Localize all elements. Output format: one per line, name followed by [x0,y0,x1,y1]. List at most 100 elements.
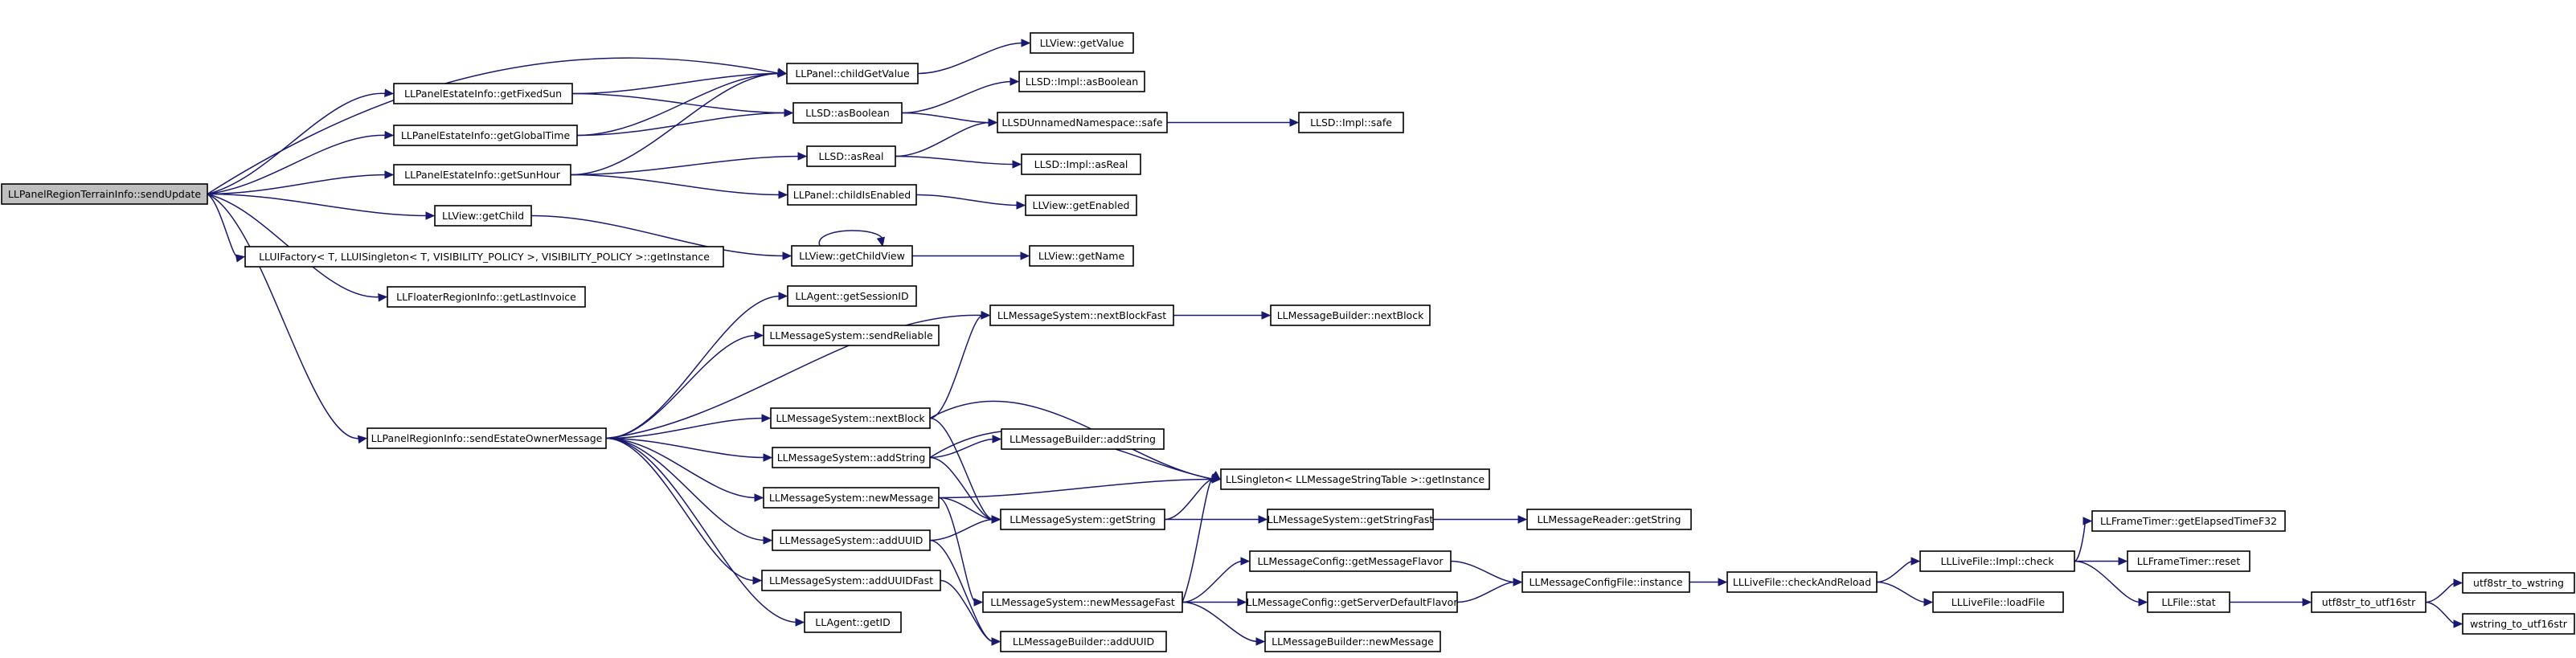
graph-node[interactable]: wstring_to_utf16str [2462,613,2575,635]
graph-node[interactable]: LLAgent::getSessionID [787,285,917,307]
node-box [1029,245,1134,267]
node-label: LLPanelEstateInfo::getSunHour [404,169,561,181]
node-label: LLMessageSystem::addUUIDFast [769,574,933,586]
node-label: LLFloaterRegionInfo::getLastInvoice [396,291,576,303]
call-edge [1433,515,1528,524]
node-box [1249,550,1452,572]
graph-node[interactable]: LLMessageSystem::getStringFast [1267,509,1434,530]
call-edge [530,215,792,260]
graph-node[interactable]: LLSD::Impl::asReal [1021,153,1141,175]
graph-node[interactable]: LLMessageBuilder::addUUID [1000,631,1167,652]
node-box [1220,468,1490,490]
graph-node[interactable]: LLAgent::getID [804,611,902,633]
node-box [787,184,917,206]
node-label: LLMessageSystem::getStringFast [1268,513,1434,525]
call-edge [938,475,1222,499]
call-edge [1173,311,1272,320]
node-label: LLUIFactory< T, LLUISingleton< T, VISIBI… [259,251,710,263]
graph-node[interactable]: LLSingleton< LLMessageStringTable >::get… [1220,468,1490,490]
graph-node[interactable]: LLSD::Impl::safe [1298,112,1404,133]
graph-node[interactable]: LLMessageSystem::sendReliable [763,325,940,346]
graph-node[interactable]: LLPanel::childIsEnabled [787,184,917,206]
node-box [1270,304,1431,326]
call-edge [570,174,788,199]
graph-node[interactable]: LLMessageConfig::getMessageFlavor [1249,550,1452,572]
node-label: LLMessageBuilder::newMessage [1272,636,1434,648]
graph-node[interactable]: LLFrameTimer::getElapsedTimeF32 [2091,510,2286,532]
graph-node[interactable]: LLMessageBuilder::nextBlock [1270,304,1431,326]
node-box [997,112,1168,133]
graph-node[interactable]: LLMessageSystem::addUUID [772,529,931,551]
graph-node[interactable]: LLUIFactory< T, LLUISingleton< T, VISIBI… [244,246,724,268]
graph-node[interactable]: LLView::getValue [1030,32,1134,54]
graph-node[interactable]: LLLiveFile::Impl::check [1919,550,2075,572]
graph-node[interactable]: LLPanelEstateInfo::getSunHour [393,164,571,186]
graph-node[interactable]: LLView::getChildView [791,245,913,267]
node-box [787,285,917,307]
call-edge [2425,578,2463,603]
graph-node[interactable]: LLPanelEstateInfo::getGlobalTime [393,125,578,146]
graph-node[interactable]: LLFrameTimer::reset [2127,550,2250,572]
graph-node[interactable]: LLLiveFile::checkAndReload [1726,571,1878,593]
call-edge [570,69,788,176]
graph-node[interactable]: LLLiveFile::loadFile [1932,591,2064,613]
call-edge [895,118,998,157]
graph-node[interactable]: LLMessageSystem::addUUIDFast [761,570,941,591]
graph-node[interactable]: utf8str_to_wstring [2462,572,2575,594]
call-edge [912,251,1030,260]
graph-node[interactable]: LLMessageSystem::nextBlockFast [989,304,1174,326]
node-label: LLFrameTimer::getElapsedTimeF32 [2100,515,2277,527]
call-edge [207,130,395,195]
call-edge [901,77,1020,114]
call-edge [207,88,395,195]
node-box [2127,550,2250,572]
node-box [1030,32,1134,54]
node-box [761,570,941,591]
node-box [1919,550,2075,572]
graph-node[interactable]: LLMessageBuilder::addString [1001,428,1165,450]
node-label: LLAgent::getID [815,616,890,628]
graph-node[interactable]: LLMessageSystem::nextBlock [770,407,931,429]
graph-node[interactable]: LLSDUnnamedNamespace::safe [997,112,1168,133]
node-label: LLLiveFile::Impl::check [1940,555,2054,567]
graph-node[interactable]: LLMessageSystem::newMessage [763,487,940,509]
graph-node[interactable]: LLSD::asBoolean [792,102,903,124]
node-label: LLSD::asBoolean [805,107,890,119]
node-label: LLPanelEstateInfo::getFixedSun [404,88,562,100]
call-edge [576,108,794,137]
graph-node[interactable]: LLView::getChild [434,205,532,227]
node-box [1001,428,1165,450]
node-label: LLPanel::childGetValue [795,67,910,80]
node-label: LLSingleton< LLMessageStringTable >::get… [1226,473,1485,485]
graph-node[interactable]: LLPanelEstateInfo::getFixedSun [393,83,573,104]
call-edge [929,456,1001,524]
graph-node[interactable]: utf8str_to_utf16str [2311,591,2427,613]
graph-node[interactable]: LLMessageSystem::newMessageFast [982,591,1183,613]
graph-node[interactable]: LLPanelRegionTerrainInfo::sendUpdate [1,183,208,205]
graph-node[interactable]: LLSD::asReal [806,145,896,167]
node-box [2147,591,2230,613]
graph-node[interactable]: LLFloaterRegionInfo::getLastInvoice [387,286,586,308]
node-label: wstring_to_utf16str [2470,618,2568,630]
graph-node[interactable]: LLMessageSystem::addString [772,447,931,468]
graph-node[interactable]: LLMessageConfigFile::instance [1521,571,1690,593]
graph-node[interactable]: LLSD::Impl::asBoolean [1018,71,1145,92]
node-label: LLMessageBuilder::nextBlock [1277,309,1424,321]
graph-node[interactable]: LLPanelRegionInfo::sendEstateOwnerMessag… [367,427,607,449]
graph-node[interactable]: LLMessageSystem::getString [1000,509,1165,530]
node-label: LLMessageConfig::getServerDefaultFlavor [1247,596,1459,608]
node-box [2091,510,2286,532]
graph-node[interactable]: LLView::getEnabled [1025,194,1137,216]
graph-node[interactable]: LLFile::stat [2147,591,2230,613]
call-edge [1167,118,1300,127]
node-label: LLPanelEstateInfo::getGlobalTime [401,129,571,141]
node-label: LLView::getChild [442,210,524,222]
graph-node[interactable]: LLMessageBuilder::newMessage [1264,631,1441,652]
call-edge [938,497,984,607]
graph-node[interactable]: LLMessageConfig::getServerDefaultFlavor [1246,591,1459,613]
graph-node[interactable]: LLPanel::childGetValue [786,63,919,84]
graph-node[interactable]: LLView::getName [1029,245,1134,267]
node-label: LLMessageSystem::newMessage [769,492,934,504]
graph-node[interactable]: LLMessageReader::getString [1526,509,1692,530]
call-edge [1876,581,1934,607]
